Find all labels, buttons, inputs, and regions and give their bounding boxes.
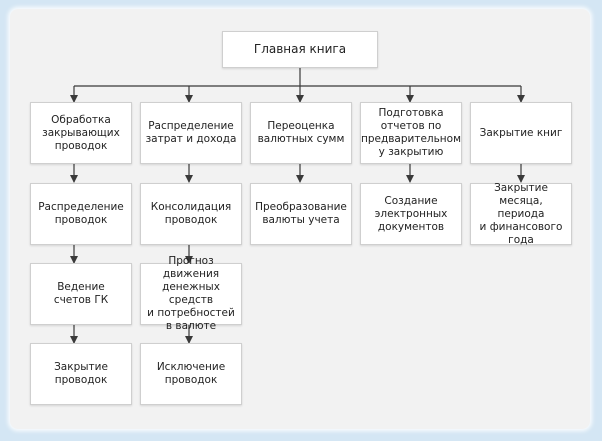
node-c2-r3: Прогноз движения денежных средств и потр… [140, 255, 242, 332]
node-c5-r2: Закрытие месяца, периода и финансового г… [470, 182, 572, 246]
node-c2-r4: Исключение проводок [140, 343, 242, 405]
node-c3-r1: Переоценка валютных сумм [250, 102, 352, 164]
node-root: Главная книга [222, 31, 378, 68]
node-c5-r1: Закрытие книг [470, 102, 572, 164]
node-c1-r2: Распределение проводок [30, 183, 132, 245]
node-c1-r1: Обработка закрывающих проводок [30, 102, 132, 164]
node-c1-r4: Закрытие проводок [30, 343, 132, 405]
node-c1-r3: Ведение счетов ГК [30, 263, 132, 325]
node-c2-r1: Распределение затрат и дохода [140, 102, 242, 164]
node-c2-r2: Консолидация проводок [140, 183, 242, 245]
node-c3-r2: Преобразование валюты учета [250, 183, 352, 245]
node-c4-r1: Подготовка отчетов по предварительном у … [360, 102, 462, 164]
node-c4-r2: Создание электронных документов [360, 183, 462, 245]
